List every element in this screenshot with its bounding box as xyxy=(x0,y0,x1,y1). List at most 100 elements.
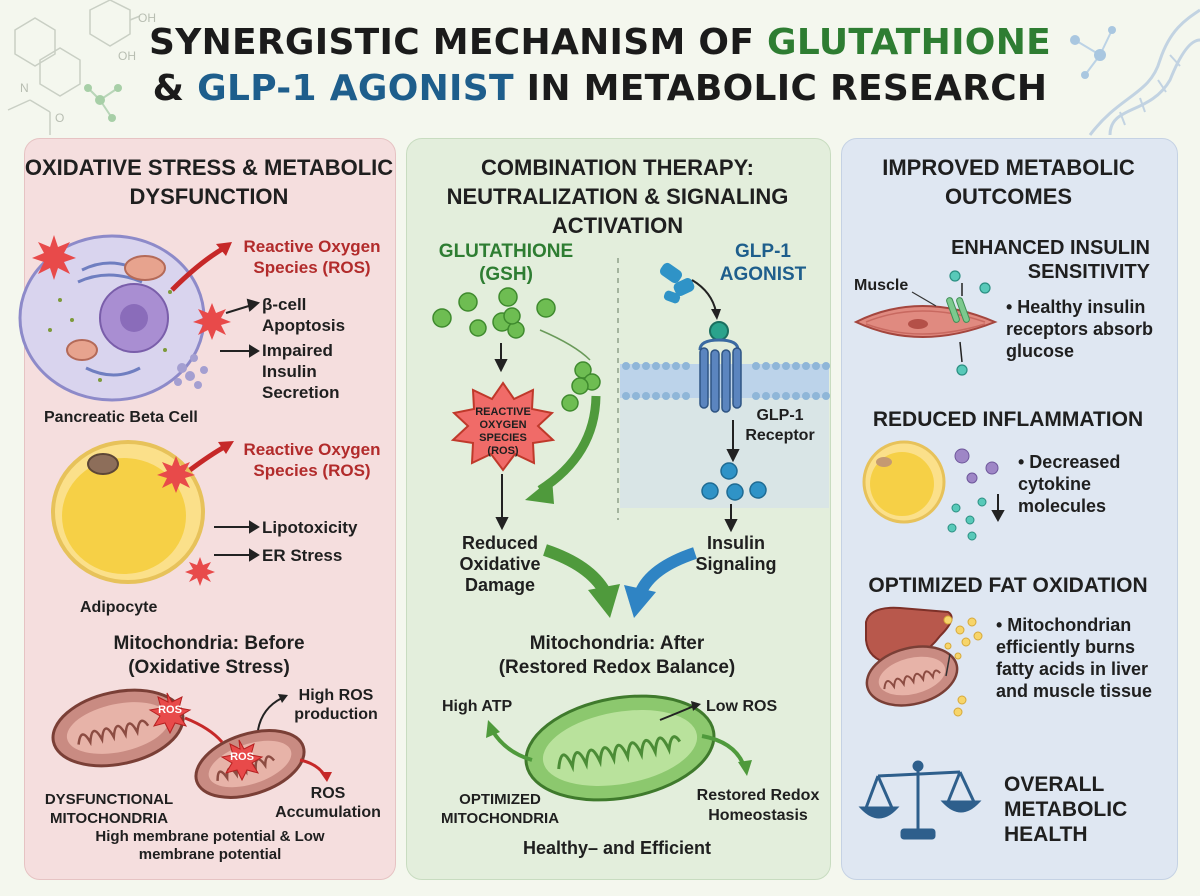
adipocyte-ros-label: Reactive Oxygen Species (ROS) xyxy=(243,440,381,480)
ros-burst-label: REACTIVE OXYGEN SPECIES (ROS) xyxy=(475,406,531,457)
pancreatic-beta-cell-icon xyxy=(18,234,208,402)
arrow-head xyxy=(218,441,234,454)
arrow-head xyxy=(711,309,721,320)
high-atp-label: High ATP xyxy=(442,698,513,715)
glutathione-molecules xyxy=(432,287,601,412)
balance-scale-icon xyxy=(858,760,982,840)
glp1-agonist-icon xyxy=(659,262,695,304)
ros-burst-icon xyxy=(193,303,231,340)
glp1-agonist-label: GLP-1 AGONIST xyxy=(719,241,807,285)
background-decoration: OH OH O N xyxy=(7,0,1200,136)
molecule-structure-icon xyxy=(7,0,141,135)
restored-label: Restored Redox Homeostasis xyxy=(696,787,820,824)
muscle-label: Muscle xyxy=(854,277,909,294)
arrow-head xyxy=(278,694,288,703)
arrow-gsh-down xyxy=(494,343,508,373)
cytokine-icon xyxy=(954,448,999,484)
high-ros-label: High ROS production xyxy=(294,687,378,723)
mito-before-title: Mitochondria: Before (Oxidative Stress) xyxy=(113,633,305,678)
ros-accumulation-label: ROS Accumulation xyxy=(275,785,381,821)
molecule-ball-icon xyxy=(1070,26,1116,79)
arrow-receptor-down xyxy=(726,420,740,463)
lipotoxicity-label: Lipotoxicity xyxy=(262,518,358,537)
arrow-head xyxy=(738,760,752,776)
arrow-head xyxy=(624,585,656,618)
fat-cell-icon xyxy=(862,440,946,524)
arrow-apoptosis xyxy=(225,298,261,314)
optimized-label: OPTIMIZED MITOCHONDRIA xyxy=(440,791,560,827)
fat-oxidation-bullet: • Mitochondrian efficiently burns fatty … xyxy=(996,615,1153,701)
arrow-high-ros xyxy=(257,697,283,731)
mitochondria-icon xyxy=(865,645,959,707)
title-glutathione: GLUTATHIONE xyxy=(767,22,1052,63)
insulin-sensitivity-title: ENHANCED INSULIN SENSITIVITY xyxy=(951,237,1150,283)
reduced-inflammation-title: REDUCED INFLAMMATION xyxy=(872,408,1144,431)
ros-arrow xyxy=(184,716,224,743)
green-arrow-to-mito xyxy=(543,544,611,596)
molecule-ball-icon xyxy=(84,84,122,122)
arrow-decrease xyxy=(991,494,1005,523)
ros-tag-burst-icon xyxy=(148,692,192,735)
title-text: SYNERGISTIC MECHANISM OF xyxy=(148,22,768,63)
dysfunctional-label: DYSFUNCTIONAL MITOCHONDRIA xyxy=(44,791,174,827)
left-panel-heading: OXIDATIVE STRESS & METABOLIC DYSFUNCTION xyxy=(24,155,394,209)
insulin-sensitivity-bullet: • Healthy insulin receptors absorb gluco… xyxy=(1006,297,1154,361)
page-title: SYNERGISTIC MECHANISM OF GLUTATHIONE & G… xyxy=(0,20,1200,112)
arrow-insulin-down xyxy=(724,504,738,533)
fat-oxidation-title: OPTIMIZED FAT OXIDATION xyxy=(868,574,1148,597)
arrow-head xyxy=(320,772,332,782)
title-glp1: GLP-1 AGONIST xyxy=(197,68,514,109)
arrow-lipotoxicity xyxy=(214,520,260,534)
ros-burst-icon xyxy=(157,456,195,493)
apoptosis-label: β-cell Apoptosis xyxy=(262,295,346,335)
arrow-head xyxy=(691,701,701,711)
overall-health-label: OVERALL METABOLIC HEALTH xyxy=(1004,773,1128,846)
ros-burst-icon xyxy=(32,235,76,280)
arrow-agonist xyxy=(691,279,717,313)
arrow-impaired xyxy=(220,344,260,358)
middle-panel-heading: COMBINATION THERAPY: NEUTRALIZATION & SI… xyxy=(446,155,789,238)
mito-after-title: Mitochondria: After (Restored Redox Bala… xyxy=(498,633,736,678)
liver-icon xyxy=(865,606,953,666)
muscle-pointer xyxy=(911,291,937,307)
beta-ros-label: Reactive Oxygen Species (ROS) xyxy=(243,237,381,277)
membrane-potential-label: High membrane potential & Low membrane p… xyxy=(95,828,325,863)
reduced-damage-label: Reduced Oxidative Damage xyxy=(459,533,541,595)
gsh-label: GLUTATHIONE (GSH) xyxy=(438,241,574,285)
signal-molecules xyxy=(701,462,767,501)
oh-label: OH xyxy=(138,11,156,25)
oh-label: OH xyxy=(118,49,136,63)
ros-arrow xyxy=(170,245,226,292)
inflammation-bullet: • Decreased cytokine molecules xyxy=(1018,452,1121,516)
arrow-low-ros xyxy=(659,705,695,721)
optimized-mitochondria-icon xyxy=(524,694,716,802)
low-ros-label: Low ROS xyxy=(706,698,778,715)
ros-tag-2: ROS xyxy=(230,751,254,763)
ros-tag-burst-icon xyxy=(220,739,264,782)
arrow-ros-down xyxy=(495,474,509,531)
fatty-acid-droplets xyxy=(943,615,983,717)
muscle-icon xyxy=(853,305,998,338)
insulin-signaling-label: Insulin Signaling xyxy=(695,533,777,574)
healthy-efficient-label: Healthy– and Efficient xyxy=(522,838,712,858)
cytokine-small-dots xyxy=(947,497,987,541)
arrow-fatty-acid xyxy=(945,653,951,677)
o-label: O xyxy=(55,111,64,125)
arrow-head xyxy=(486,720,500,738)
arrow-er-stress xyxy=(214,548,260,562)
dna-helix-icon xyxy=(1088,8,1200,136)
arrow-head xyxy=(525,478,554,504)
n-label: N xyxy=(20,81,29,95)
title-text: IN METABOLIC RESEARCH xyxy=(513,68,1048,109)
title-text: & xyxy=(152,68,198,109)
arrow-head xyxy=(588,584,620,618)
receptor-label: GLP-1 Receptor xyxy=(745,407,815,444)
ros-burst-icon xyxy=(450,381,556,472)
gsh-curve-line xyxy=(539,329,591,361)
insulin-receptor-icon xyxy=(946,297,970,323)
arrow-glucose-absorb xyxy=(959,341,963,363)
impaired-secretion-label: Impaired Insulin Secretion xyxy=(262,341,340,402)
glucose-molecules xyxy=(949,270,991,376)
